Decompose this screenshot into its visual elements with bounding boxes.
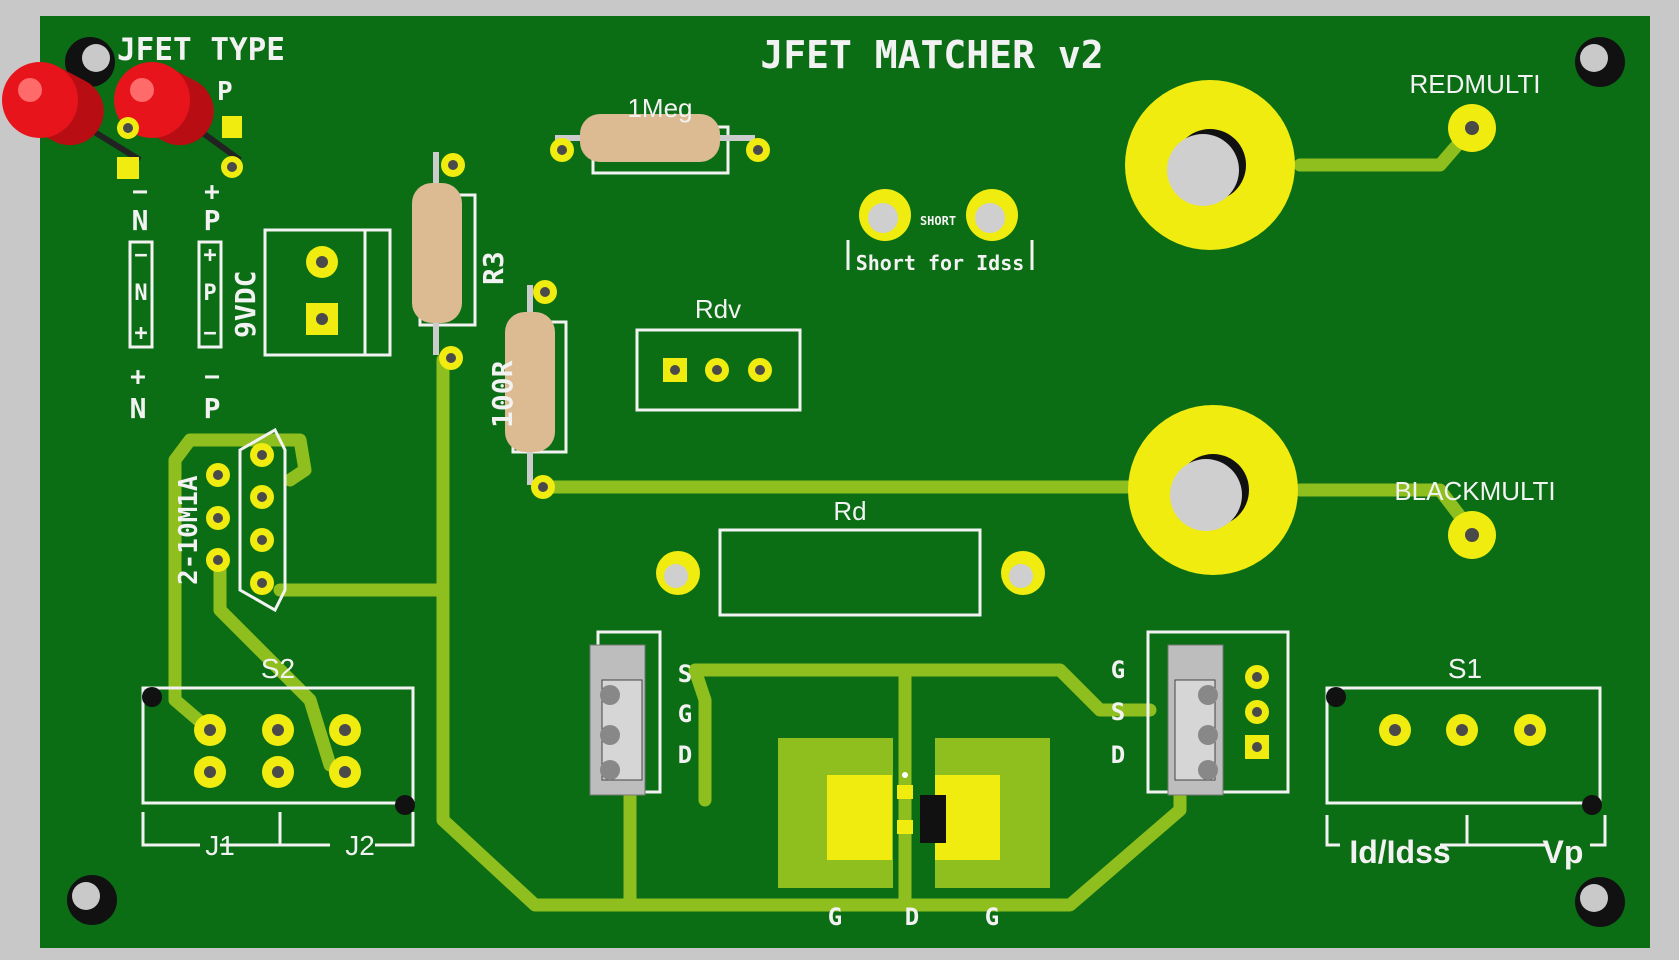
n-plus-sign: +: [130, 362, 146, 392]
9vdc-label: 9VDC: [229, 271, 262, 338]
smd-footprint: [778, 738, 1050, 888]
board-title: JFET MATCHER v2: [760, 33, 1103, 77]
jfet-socket-left: [589, 630, 662, 796]
box-p-2: −: [203, 321, 216, 346]
p-minus-label: P: [204, 392, 221, 425]
trimmer-rdv: [635, 328, 802, 412]
mounting-holes: [65, 37, 1625, 927]
box-p-0: +: [203, 243, 216, 268]
box-n-2: +: [134, 321, 147, 346]
r100-label: 100R: [486, 360, 519, 428]
jfet-type-label: JFET TYPE: [117, 32, 285, 68]
short-label: SHORT: [920, 214, 956, 228]
j2-label: J2: [345, 830, 375, 861]
left-socket-pin-1: G: [678, 700, 692, 728]
left-socket-pin-2: D: [678, 741, 692, 769]
red-multi-jack: [1125, 80, 1295, 250]
bottom-pin-1: D: [905, 903, 919, 931]
9vdc-connector: [263, 228, 392, 357]
p-minus-sign: −: [204, 362, 220, 392]
resistor-r3: [412, 152, 477, 370]
red-multi-label: REDMULTI: [1410, 69, 1541, 99]
s1-label: S1: [1448, 653, 1482, 684]
jfet-socket-right: [1146, 630, 1290, 796]
right-socket-pin-0: G: [1111, 656, 1125, 684]
p-label-top: P: [217, 77, 233, 107]
j1-label: J1: [205, 830, 235, 861]
r3-label: R3: [477, 251, 510, 285]
relay-2-10m1a: [206, 427, 287, 613]
box-n-0: −: [134, 243, 147, 268]
right-socket-pin-1: S: [1111, 698, 1125, 726]
box-n-1: N: [134, 281, 147, 306]
resistor-1meg-label: 1Meg: [627, 93, 692, 123]
black-multi-jack: [1128, 405, 1298, 575]
black-multi-label: BLACKMULTI: [1394, 476, 1555, 506]
n-plus-label: N: [130, 392, 147, 425]
vp-label: Vp: [1543, 834, 1584, 870]
right-socket-pin-2: D: [1111, 741, 1125, 769]
resistor-rd: [656, 528, 1045, 617]
n-minus-label: N: [132, 204, 149, 237]
switch-s2: [141, 686, 415, 847]
p-plus-label: P: [204, 204, 221, 237]
resistor-1meg: [550, 114, 770, 175]
bottom-pin-0: G: [828, 903, 842, 931]
left-socket-pin-0: S: [678, 660, 692, 688]
p-polarity-box: [197, 240, 223, 349]
s2-label: S2: [261, 653, 295, 684]
rd-label: Rd: [833, 496, 866, 526]
short-for-idss-label: Short for Idss: [856, 251, 1025, 275]
id-idss-label: Id/Idss: [1349, 834, 1450, 870]
p-plus-sign: +: [204, 177, 220, 207]
resistor-100r: [505, 280, 568, 499]
box-p-1: P: [203, 281, 216, 306]
switch-s1: [1325, 686, 1607, 847]
smd-jfet-chip: [920, 795, 946, 843]
n-minus-sign: −: [132, 177, 148, 207]
relay-label: 2-10M1A: [174, 475, 204, 585]
rdv-label: Rdv: [695, 294, 741, 324]
bottom-pin-2: G: [985, 903, 999, 931]
jfet-type-leds: [2, 62, 243, 179]
short-pads: [846, 189, 1034, 270]
n-polarity-box: [128, 240, 154, 349]
